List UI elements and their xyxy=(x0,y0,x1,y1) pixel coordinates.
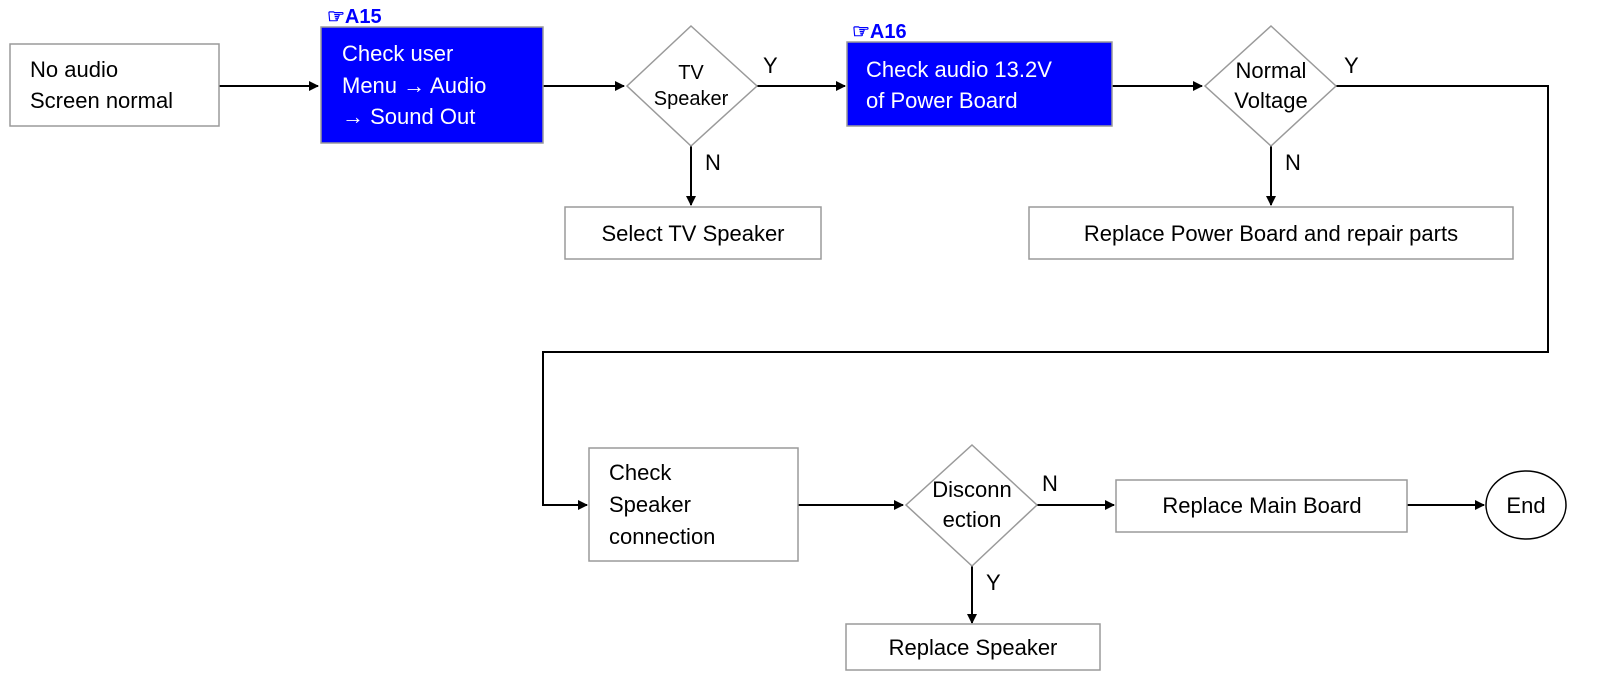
normal-voltage-line-1: Normal xyxy=(1236,58,1307,83)
tv-speaker-line-2: Speaker xyxy=(654,88,729,110)
reference-a16-label: ☞A16 xyxy=(852,21,907,43)
select-tv-speaker-text: Select TV Speaker xyxy=(601,221,784,246)
replace-power-board-text: Replace Power Board and repair parts xyxy=(1084,221,1458,246)
tv-speaker-yes-label: Y xyxy=(763,53,778,78)
connectors xyxy=(219,81,1549,624)
start-box: No audio Screen normal xyxy=(9,43,220,127)
check-speaker-connection-line-3: connection xyxy=(609,524,715,549)
replace-power-board-box: Replace Power Board and repair parts xyxy=(1028,206,1514,260)
arrow-normal-voltage-yes xyxy=(542,85,1549,510)
normal-voltage-line-2: Voltage xyxy=(1234,88,1307,113)
check-audio-voltage-box: ☞A16 Check audio 13.2V of Power Board xyxy=(846,21,1113,127)
normal-voltage-yes-label: Y xyxy=(1344,53,1359,78)
reference-a15-label: ☞A15 xyxy=(327,6,382,28)
disconnection-line-1: Disconn xyxy=(932,477,1011,502)
tv-speaker-decision: TV Speaker xyxy=(625,24,759,148)
check-audio-voltage-line-1: Check audio 13.2V xyxy=(866,57,1052,82)
tv-speaker-no-label: N xyxy=(705,150,721,175)
replace-speaker-box: Replace Speaker xyxy=(845,623,1101,671)
end-text: End xyxy=(1506,493,1545,518)
check-speaker-connection-box: Check Speaker connection xyxy=(588,447,799,562)
normal-voltage-decision: Normal Voltage xyxy=(1203,24,1338,148)
normal-voltage-no-label: N xyxy=(1285,150,1301,175)
check-speaker-connection-line-1: Check xyxy=(609,460,672,485)
replace-main-board-text: Replace Main Board xyxy=(1162,493,1361,518)
disconnection-decision: Disconn ection xyxy=(904,443,1039,568)
check-menu-line-1: Check user xyxy=(342,41,453,66)
select-tv-speaker-box: Select TV Speaker xyxy=(564,206,822,260)
replace-speaker-text: Replace Speaker xyxy=(889,635,1058,660)
tv-speaker-line-1: TV xyxy=(678,62,704,84)
check-speaker-connection-line-2: Speaker xyxy=(609,492,691,517)
check-menu-line-2: Menu → Audio xyxy=(342,73,486,98)
start-line-1: No audio xyxy=(30,57,118,82)
end-terminal: End xyxy=(1485,470,1567,540)
check-audio-voltage-line-2: of Power Board xyxy=(866,88,1018,113)
check-menu-box: ☞A15 Check user Menu → Audio → Sound Out xyxy=(320,6,544,144)
start-line-2: Screen normal xyxy=(30,88,173,113)
check-menu-line-3: → Sound Out xyxy=(342,104,475,129)
replace-main-board-box: Replace Main Board xyxy=(1115,479,1408,533)
disconnection-no-label: N xyxy=(1042,471,1058,496)
disconnection-line-2: ection xyxy=(943,507,1002,532)
disconnection-yes-label: Y xyxy=(986,570,1001,595)
